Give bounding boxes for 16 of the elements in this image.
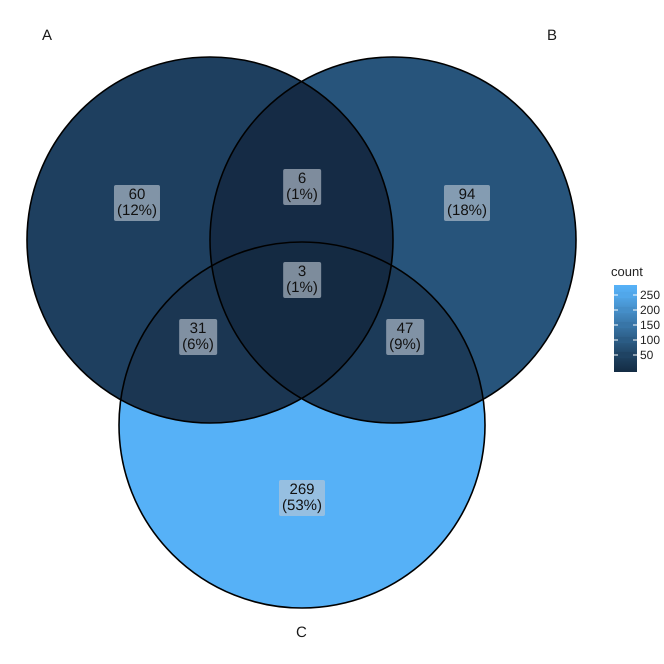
count-label: 47 (9%) [386, 319, 424, 355]
tick-label: 150 [640, 318, 660, 332]
count-label: 6 (1%) [283, 169, 321, 205]
count-label: 60 (12%) [114, 185, 160, 221]
tick-label: 50 [640, 348, 654, 362]
set-label: B [547, 27, 558, 44]
count-label: 269 (53%) [279, 480, 325, 516]
tick-label: 250 [640, 288, 660, 302]
count-label: 31 (6%) [179, 319, 217, 355]
count-label: 3 (1%) [283, 262, 321, 298]
count-label: 94 (18%) [444, 185, 490, 221]
set-label: C [296, 624, 307, 641]
set-label: A [42, 27, 52, 44]
legend-title: count [611, 264, 643, 279]
tick-label: 200 [640, 303, 660, 317]
tick-label: 100 [640, 333, 660, 347]
